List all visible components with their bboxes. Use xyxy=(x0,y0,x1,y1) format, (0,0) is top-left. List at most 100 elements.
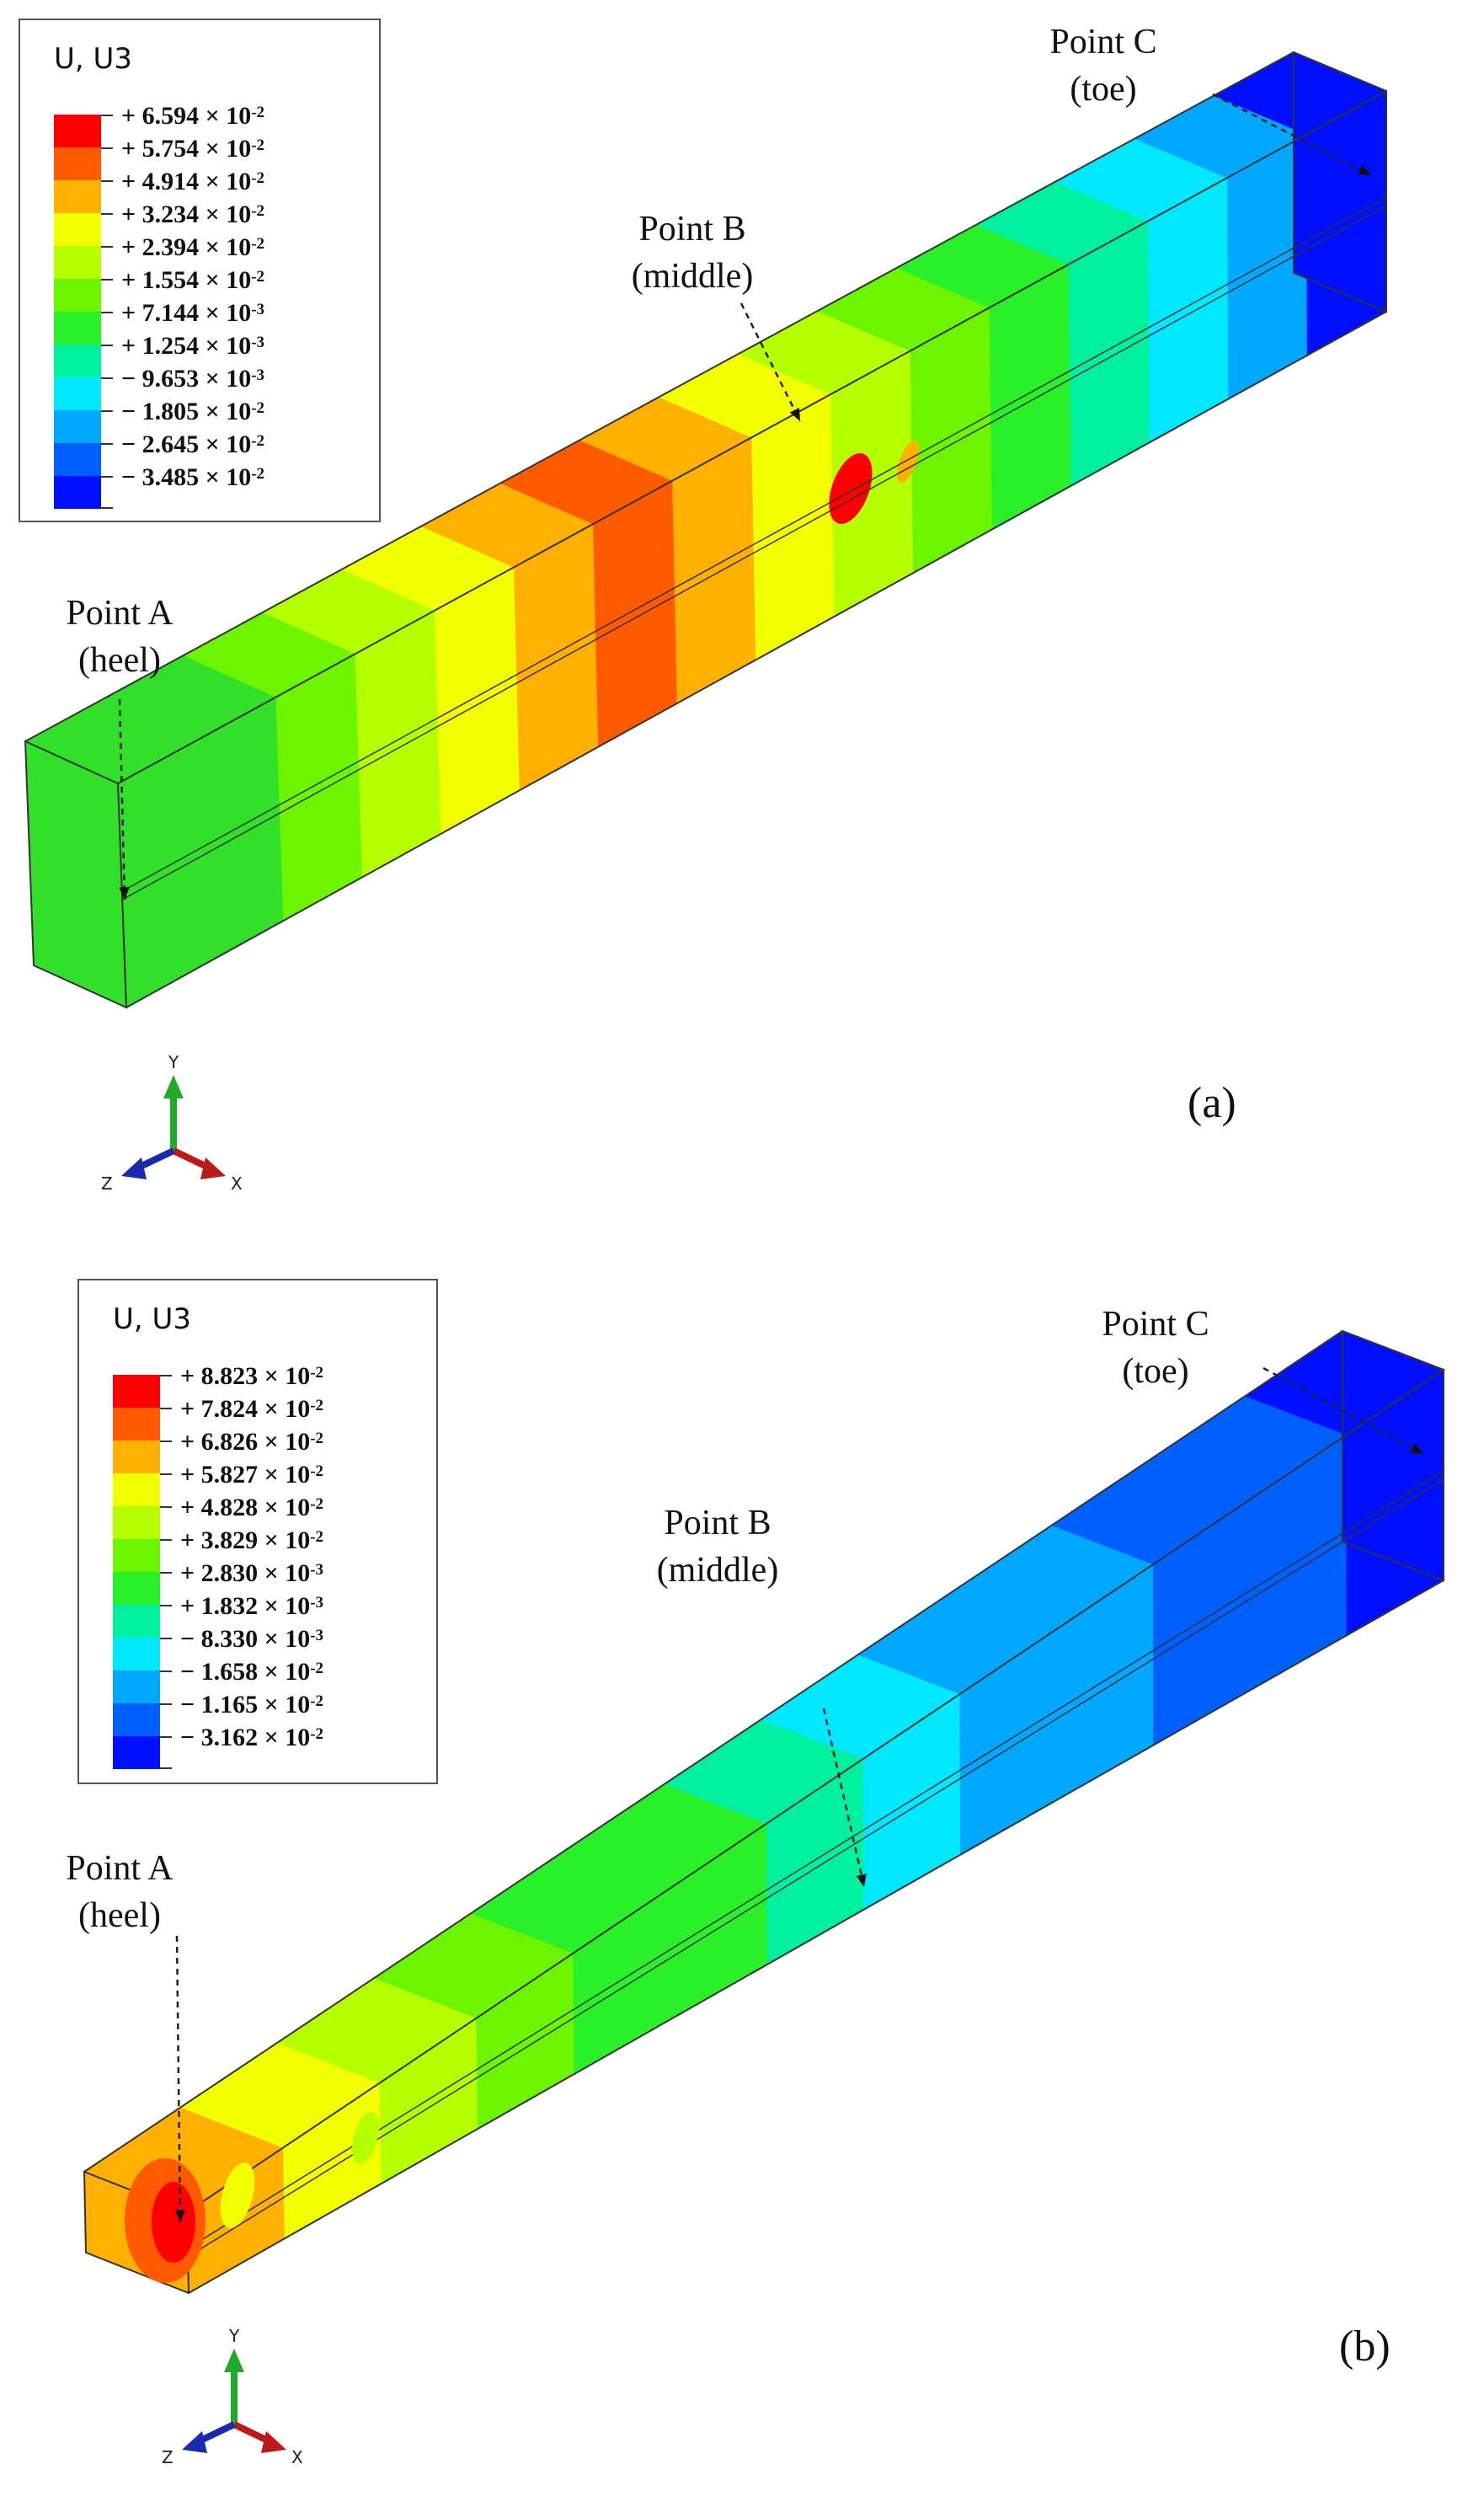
legend-entry-label: + 5.827 × 10-2 xyxy=(180,1461,324,1489)
legend-tick xyxy=(101,410,113,412)
contour-hotspot xyxy=(352,2111,379,2165)
leader-arrowhead xyxy=(856,1874,867,1887)
legend-tick xyxy=(101,279,113,281)
panel-label-b: (b) xyxy=(1339,2323,1391,2371)
legend-swatch xyxy=(113,1572,160,1605)
leader-line xyxy=(118,698,126,901)
legend-entry-label: + 5.754 × 10-2 xyxy=(121,135,265,163)
contour-band xyxy=(196,696,285,965)
contour-band xyxy=(672,436,757,704)
legend-tick xyxy=(101,476,113,478)
leader-arrowhead xyxy=(174,2210,186,2222)
legend-tick xyxy=(101,213,113,215)
legend-entry-label: + 6.826 × 10-2 xyxy=(180,1428,324,1456)
legend-tick xyxy=(160,1572,172,1574)
legend-swatch xyxy=(54,115,101,147)
contour-hotspot xyxy=(220,2162,255,2228)
legend-swatch xyxy=(113,1605,160,1638)
legend-tick xyxy=(160,1408,172,1409)
legend-entry-label: − 2.645 × 10-2 xyxy=(121,430,265,458)
legend-entry-label: − 1.165 × 10-2 xyxy=(180,1691,324,1719)
point-c-desc: (toe) xyxy=(1070,70,1137,109)
legend-entry-label: − 1.658 × 10-2 xyxy=(180,1658,324,1686)
leader-line xyxy=(175,1935,182,2223)
panel-b: Y Z X U, U3 + 8.823 × 10-2 + 7.824 × 10-2 + … xyxy=(0,1254,1484,2507)
leader-line xyxy=(1262,1366,1424,1456)
legend-tick xyxy=(101,180,113,182)
leader-arrowhead xyxy=(1358,164,1371,175)
legend-swatch xyxy=(113,1408,160,1441)
legend-entry-label: − 1.805 × 10-2 xyxy=(121,398,265,425)
beam-end-cap xyxy=(24,740,128,1009)
y-axis-label: Y xyxy=(228,2326,240,2346)
leader-arrowhead xyxy=(119,887,130,900)
beam-groove-line xyxy=(187,1478,1444,2258)
legend-colorbar: + 6.594 × 10-2+ 5.754 × 10-2+ 4.914 × 10… xyxy=(54,102,264,509)
y-axis-label: Y xyxy=(168,1052,179,1072)
legend-swatch xyxy=(54,147,101,180)
beam-contour-b: Y Z X xyxy=(83,1329,1445,2467)
y-axis-arrowhead xyxy=(163,1075,184,1098)
legend-tick xyxy=(101,377,113,379)
legend-entry-label: + 1.832 × 10-3 xyxy=(180,1592,324,1620)
contour-band xyxy=(513,522,600,792)
legend-a: U, U3 + 6.594 × 10-2+ 5.754 × 10-2+ 4.91… xyxy=(19,19,381,522)
point-c-desc: (toe) xyxy=(1122,1352,1189,1391)
legend-swatch xyxy=(113,1506,160,1539)
leader-line xyxy=(822,1708,866,1888)
legend-swatch xyxy=(54,377,101,410)
point-c-name: Point C xyxy=(1102,1305,1209,1344)
legend-entry-label: + 7.144 × 10-3 xyxy=(121,299,265,327)
point-a-name: Point A xyxy=(66,594,173,633)
z-axis-arrowhead xyxy=(182,2431,207,2453)
beam-edge xyxy=(24,51,1294,742)
legend-entry-label: + 6.594 × 10-2 xyxy=(121,102,265,130)
legend-entry-label: + 8.823 × 10-2 xyxy=(180,1362,324,1390)
legend-tick xyxy=(160,1736,172,1738)
beam-edge xyxy=(117,90,1387,784)
contour-band xyxy=(989,263,1072,531)
z-axis-label: Z xyxy=(162,2447,173,2467)
legend-tick xyxy=(160,1638,172,1639)
point-a-desc: (heel) xyxy=(78,1896,161,1935)
legend-swatch xyxy=(113,1539,160,1572)
legend-tick xyxy=(101,115,113,116)
legend-swatch xyxy=(113,1375,160,1408)
legend-tick xyxy=(101,345,113,346)
legend-tick xyxy=(101,312,113,313)
beam-edge xyxy=(186,1369,1444,2213)
legend-entry-label: − 3.162 × 10-2 xyxy=(180,1724,324,1751)
point-c-label: Point C (toe) xyxy=(1011,19,1196,113)
leader-line xyxy=(1212,93,1372,177)
legend-swatch xyxy=(54,443,101,476)
legend-entry-label: + 7.824 × 10-2 xyxy=(180,1395,324,1423)
beam-toe-face xyxy=(1293,51,1387,313)
legend-swatch xyxy=(54,410,101,443)
legend-tick xyxy=(160,1703,172,1705)
legend-swatch xyxy=(113,1473,160,1506)
legend-tick xyxy=(160,1441,172,1442)
beam-edge xyxy=(83,1330,1343,2173)
legend-swatch xyxy=(113,1670,160,1703)
legend-entry-label: + 4.828 × 10-2 xyxy=(180,1494,324,1521)
contour-band xyxy=(751,393,836,661)
contour-band xyxy=(117,739,206,1009)
legend-tick xyxy=(101,443,113,445)
x-axis-label: X xyxy=(291,2447,303,2467)
leader-arrowhead xyxy=(1410,1443,1423,1454)
legend-title: U, U3 xyxy=(113,1302,192,1336)
legend-entry-label: − 3.485 × 10-2 xyxy=(121,463,265,491)
legend-entry-label: + 1.554 × 10-2 xyxy=(121,266,265,294)
legend-entry-label: − 9.653 × 10-3 xyxy=(121,365,265,393)
beam-groove-line xyxy=(187,1470,1444,2249)
legend-swatch xyxy=(113,1703,160,1736)
contour-band xyxy=(275,652,364,922)
legend-b: U, U3 + 8.823 × 10-2 + 7.824 × 10-2 + 6.82… xyxy=(77,1279,438,1784)
z-axis-arrowhead xyxy=(121,1157,147,1179)
contour-band xyxy=(355,609,442,879)
point-b-desc: (middle) xyxy=(656,1551,779,1590)
point-c-label: Point C (toe) xyxy=(1063,1301,1248,1395)
beam-groove-line xyxy=(121,205,1387,901)
